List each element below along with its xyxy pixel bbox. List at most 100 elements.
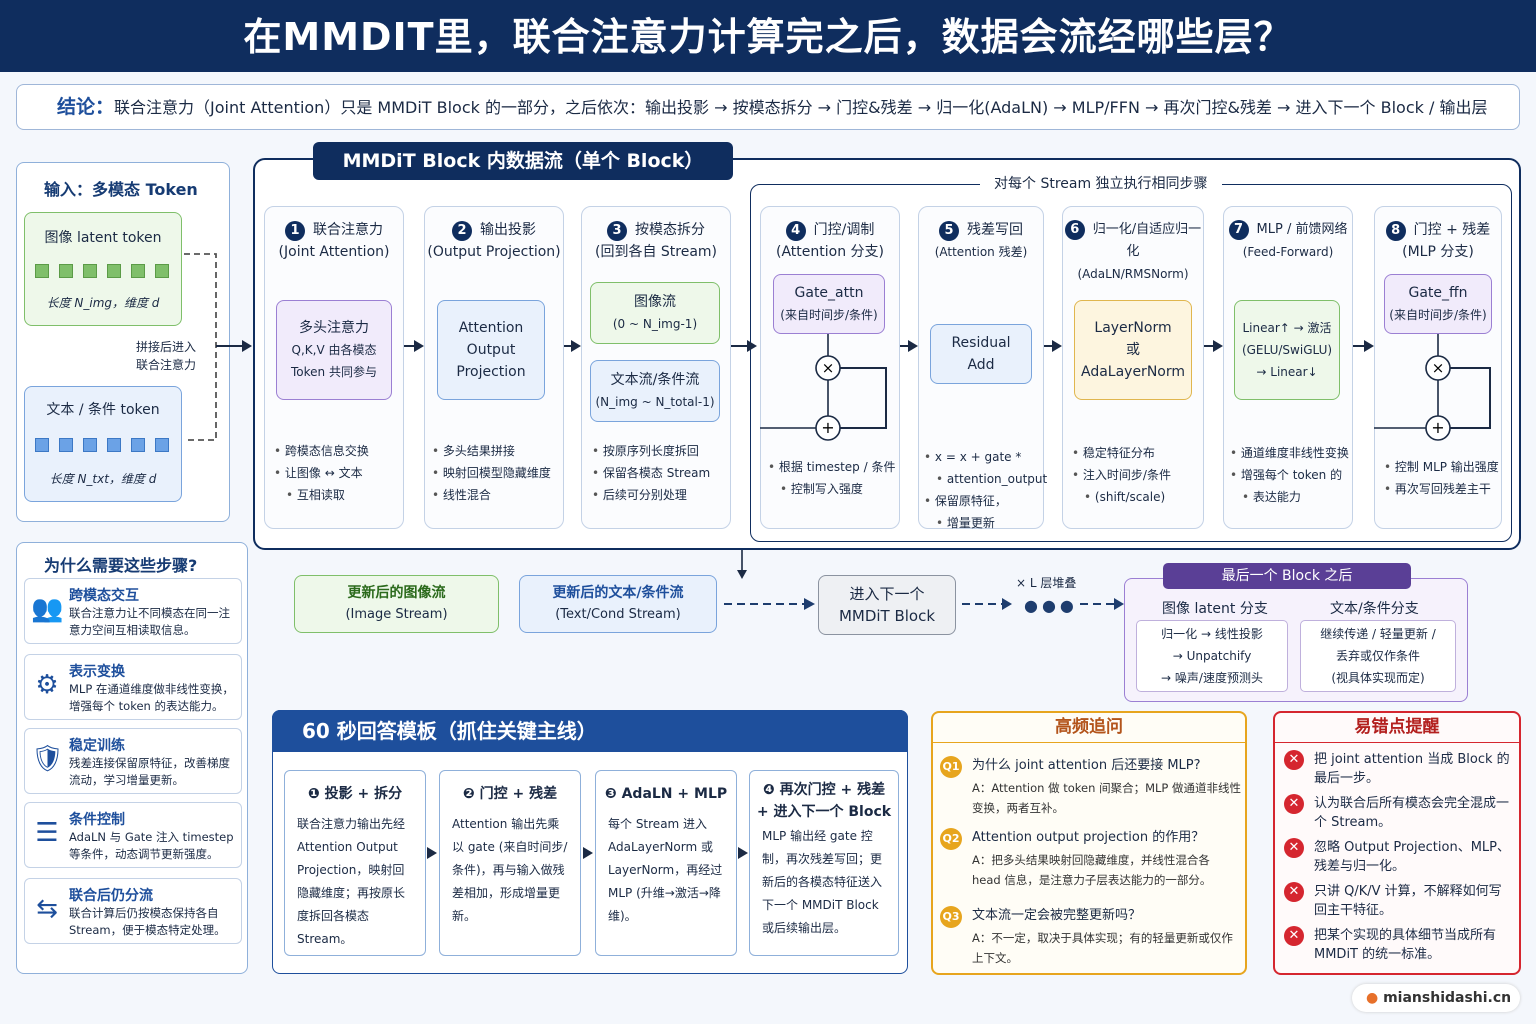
image-token-box: 图像 latent token 长度 N_img，维度 d — [24, 212, 182, 326]
page-title: 在MMDIT里，联合注意力计算完之后，数据会流经哪些层？ — [0, 0, 1536, 72]
step-7-bullet: 通道维度非线性变换 — [1230, 442, 1349, 464]
step-8-inner: Gate_ffn (来自时间步/条件) — [1384, 274, 1492, 334]
step-3-image-stream: 图像流 (0 ~ N_img-1) — [590, 282, 720, 344]
step-5-num: 5 — [939, 221, 959, 241]
step-4-bullets: 根据 timestep / 条件 控制写入强度 — [768, 456, 896, 500]
template-card-4: ❹ 再次门控 + 残差 + 进入下一个 Block MLP 输出经 gate 控… — [749, 770, 899, 956]
repeat-dots: ●●● — [1024, 596, 1078, 615]
why-item-desc: 残差连接保留原特征，改善梯度流动，学习增量更新。 — [69, 756, 230, 787]
faq-answer: A：把多头结果映射回隐藏维度，并线性混合各 head 信息，是注意力子层表达能力… — [972, 853, 1212, 887]
step-7-title: MLP / 前馈网络 — [1256, 222, 1348, 237]
text-token-desc: 长度 N_txt，维度 d — [49, 472, 157, 486]
step-5-bullet: 保留原特征， — [924, 490, 1047, 512]
updated-image-title: 更新后的图像流 — [347, 585, 446, 601]
error-text: 认为联合后所有模态会完全混成一个 Stream。 — [1314, 796, 1510, 830]
step-7-bullet: 增强每个 token 的 — [1230, 464, 1349, 486]
faq-question: 为什么 joint attention 后还要接 MLP? — [972, 758, 1201, 773]
step-5-title: 残差写回 — [967, 222, 1023, 238]
step-8-title: 门控 + 残差 — [1413, 222, 1491, 238]
template-arrow — [427, 847, 437, 859]
step-6-bullet: (shift/scale) — [1072, 486, 1171, 508]
template-card-heading: ❹ 再次门控 + 残差 — [762, 782, 886, 798]
step-1-subtitle: (Joint Attention) — [278, 244, 390, 260]
last-text-title: 文本/条件分支 — [1330, 601, 1419, 617]
step-5-bullet: attention_output — [924, 468, 1047, 490]
arrow-1-2 — [404, 345, 416, 347]
step-3-image-title: 图像流 — [634, 294, 676, 310]
arrow-head — [1213, 340, 1223, 352]
arrow-head — [1052, 340, 1062, 352]
step-4-gate-label: Gate_attn — [794, 285, 864, 301]
arrow-6-7 — [1204, 345, 1215, 347]
next-block-box: 进入下一个 MMDiT Block — [818, 575, 956, 635]
step-6-inner-line-3: AdaLayerNorm — [1080, 364, 1185, 380]
step-5-bullet: 增量更新 — [924, 512, 1047, 534]
step-3-bullet: 保留各模态 Stream — [592, 462, 710, 484]
template-card-heading: ❸ AdaLN + MLP — [604, 786, 728, 802]
why-item-title: 表示变换 — [69, 664, 125, 680]
step-6-bullet: 稳定特征分布 — [1072, 442, 1171, 464]
last-text-box: 继续传递 / 轻量更新 / 丢弃或仅作条件 (视具体实现而定) — [1300, 620, 1456, 692]
error-text: 把某个实现的具体细节当成所有 MMDiT 的统一标准。 — [1314, 928, 1497, 962]
block-down-arrow — [737, 550, 747, 579]
next-block-line-2: MMDiT Block — [838, 607, 936, 625]
step-2-inner: Attention Output Projection — [437, 300, 545, 400]
why-item: ☰ 条件控制 AdaLN 与 Gate 注入 timestep 等条件，动态调节… — [24, 802, 242, 868]
why-item-title: 跨模态交互 — [69, 588, 139, 604]
faq-q-badge: Q1 — [940, 756, 962, 778]
step-6-subtitle: (AdaLN/RMSNorm) — [1077, 267, 1189, 281]
why-item-title: 稳定训练 — [69, 738, 125, 754]
step-7-inner-line-1: Linear↑ → 激活 — [1242, 321, 1332, 335]
faq-title: 高频追问 — [931, 712, 1247, 743]
step-8-num: 8 — [1385, 221, 1406, 241]
step-6-bullet: 注入时间步/条件 — [1072, 464, 1171, 486]
errors-title: 易错点提醒 — [1273, 712, 1521, 743]
template-card-1: ❶ 投影 + 拆分 联合注意力输出先经 Attention Output Pro… — [284, 770, 426, 956]
step-1-inner-line-1: 多头注意力 — [299, 320, 369, 336]
template-card-3: ❸ AdaLN + MLP 每个 Stream 进入 AdaLayerNorm … — [595, 770, 737, 956]
step-6-inner-line-2: 或 — [1126, 342, 1140, 358]
step-4-gate-diagram: × + — [760, 334, 887, 441]
arrow-3-4 — [731, 345, 749, 347]
arrow-head — [1364, 340, 1374, 352]
next-block-line-1: 进入下一个 — [849, 585, 925, 603]
last-image-line: 归一化 → 线性投影 — [1161, 627, 1263, 641]
concat-label: 拼接后进入 联合注意力 — [136, 338, 196, 374]
image-token-desc: 长度 N_img，维度 d — [46, 296, 160, 310]
error-text: 忽略 Output Projection、MLP、残差与归一化。 — [1314, 840, 1511, 874]
last-text-line: 继续传递 / 轻量更新 / — [1320, 627, 1436, 641]
step-7-inner: Linear↑ → 激活 (GELU/SwiGLU) → Linear↓ — [1234, 300, 1340, 400]
step-1-bullet: 跨模态信息交换 — [274, 440, 369, 462]
updated-image-subtitle: (Image Stream) — [345, 607, 448, 622]
step-7-inner-line-3: → Linear↓ — [1256, 365, 1318, 379]
people-icon: 👥 — [31, 594, 64, 624]
step-3-text-range: (N_img ~ N_total-1) — [595, 395, 715, 409]
svg-text:+: + — [821, 418, 834, 437]
error-text: 只讲 Q/K/V 计算，不解释如何写回主干特征。 — [1314, 884, 1502, 918]
error-x-icon: ✕ — [1284, 926, 1304, 946]
concat-line-1: 拼接后进入 — [136, 340, 197, 354]
step-8-bullet: 控制 MLP 输出强度 — [1384, 456, 1499, 478]
svg-text:+: + — [1431, 418, 1444, 437]
step-3-subtitle: (回到各自 Stream) — [594, 244, 718, 260]
last-text-line: (视具体实现而定) — [1331, 671, 1425, 685]
step-1-bullet: 互相读取 — [274, 484, 369, 506]
step-4-bullet: 根据 timestep / 条件 — [768, 456, 896, 478]
watermark: ● mianshidashi.cn — [1352, 984, 1520, 1012]
step-2-bullets: 多头结果拼接 映射回模型隐藏维度 线性混合 — [432, 440, 551, 506]
step-7-bullet: 表达能力 — [1230, 486, 1349, 508]
template-card-body: MLP 输出经 gate 控制，再次残差写回；更新后的各模态特征送入下一个 MM… — [762, 829, 883, 935]
step-4-gate-source: (来自时间步/条件) — [780, 308, 878, 322]
step-1-inner: 多头注意力 Q,K,V 由各模态 Token 共同参与 — [276, 300, 392, 400]
arrow-2-3 — [564, 345, 573, 347]
step-6-title: 归一化/自适应归一化 — [1092, 222, 1202, 259]
step-2-title: 输出投影 — [480, 222, 536, 238]
step-1-inner-line-2: Q,K,V 由各模态 — [291, 343, 377, 357]
step-5-inner-line-1: Residual — [951, 335, 1011, 351]
error-x-icon: ✕ — [1284, 882, 1304, 902]
why-item-desc: 联合注意力让不同模态在同一注意力空间互相读取信息。 — [69, 606, 230, 637]
arrow-7-8 — [1353, 345, 1366, 347]
updated-text-title: 更新后的文本/条件流 — [552, 585, 684, 601]
arrow-5-6 — [1044, 345, 1054, 347]
repeat-label: × L 层堆叠 — [1016, 576, 1077, 590]
